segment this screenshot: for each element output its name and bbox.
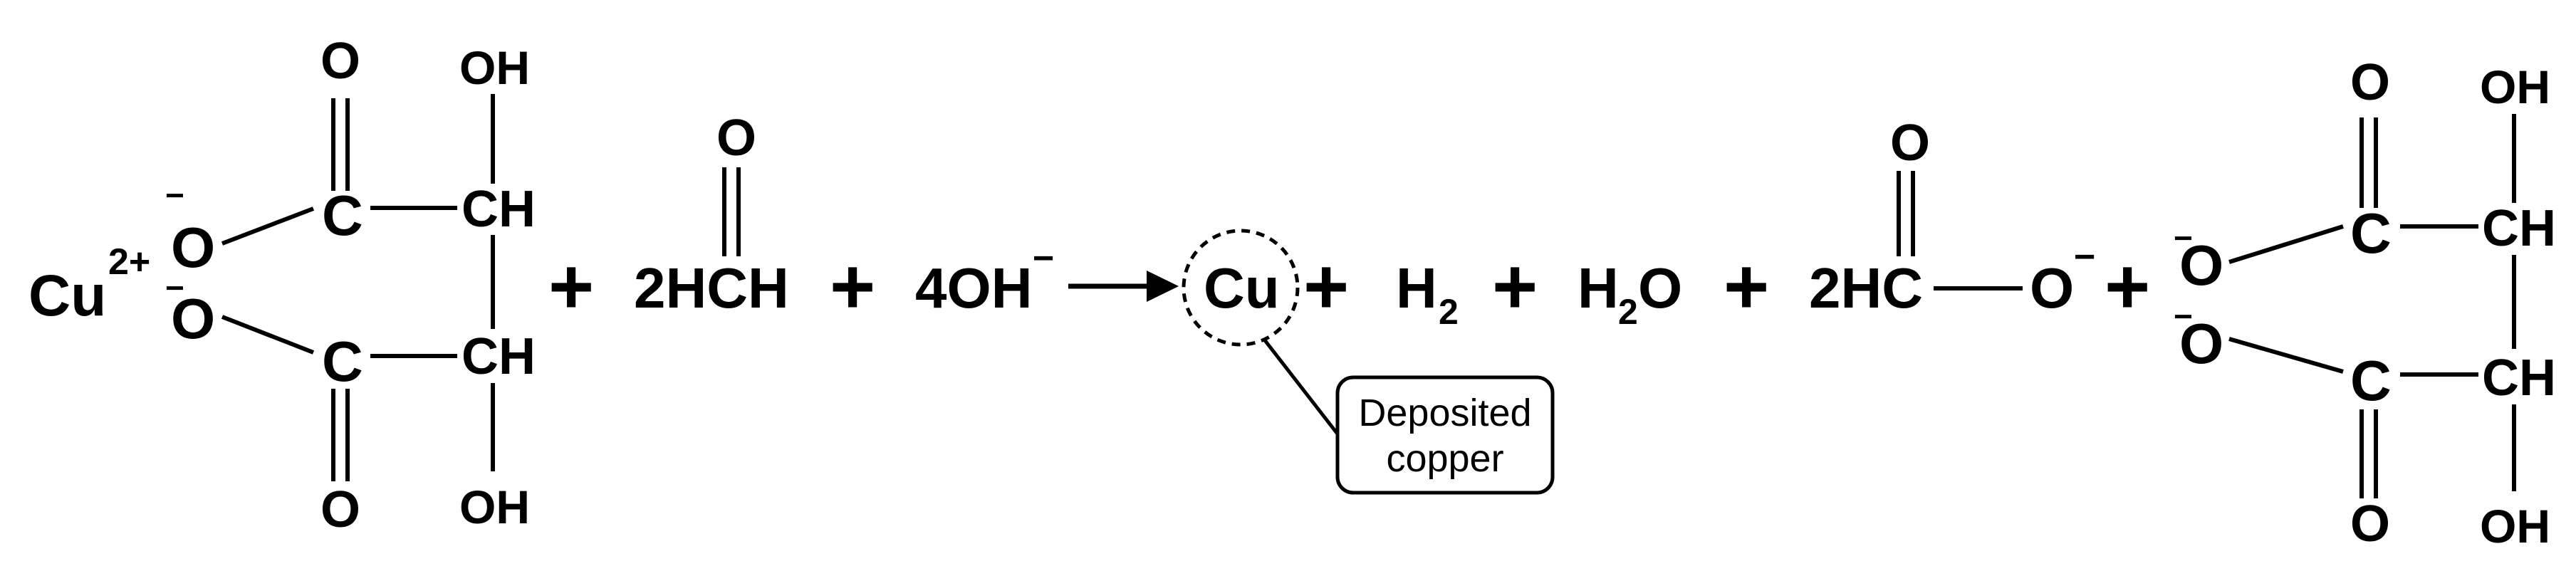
formaldehyde: 2HCH O: [634, 110, 789, 320]
formate-charge: −: [2074, 236, 2095, 278]
deposited-copper-symbol: Cu: [1204, 256, 1280, 320]
tartrate-left-bonds: [221, 94, 495, 481]
water-hydrogen: H: [1578, 256, 1619, 320]
carboxylate-minus-bottom: −: [165, 269, 184, 306]
right-carbonyl-carbon-top: C: [2350, 201, 2392, 265]
copper-ion-charge: 2+: [108, 241, 150, 283]
right-methine-bottom: CH: [2482, 350, 2556, 407]
tartrate-left: − O − O C C O O CH CH OH OH: [165, 33, 536, 538]
carbonyl-oxygen-bottom: O: [320, 481, 360, 538]
callout-line-1: Deposited: [1358, 392, 1531, 434]
plus-sign-5: +: [1724, 243, 1769, 330]
carboxylate-minus-top: −: [165, 177, 184, 214]
hydroxide-formula: 4OH: [915, 256, 1033, 320]
copper-ion-symbol: Cu: [28, 263, 106, 328]
deposited-copper: Cu Deposited copper: [1182, 229, 1555, 495]
plus-sign-3: +: [1303, 243, 1349, 330]
hydrogen-subscript: 2: [1439, 292, 1459, 332]
plus-sign-1: +: [548, 243, 594, 330]
hydrogen-symbol: H: [1396, 256, 1437, 320]
hydroxyl-bottom: OH: [459, 481, 530, 533]
carbonyl-oxygen-top: O: [320, 33, 360, 90]
hydroxyl-top: OH: [459, 41, 530, 94]
copper-highlight-circle: [1182, 229, 1300, 347]
right-carboxylate-minus-top: −: [2174, 219, 2193, 256]
carbonyl-carbon-top: C: [322, 184, 363, 247]
methine-bottom: CH: [462, 328, 536, 385]
right-carbonyl-oxygen-top: O: [2350, 54, 2390, 111]
right-carboxylate-oxygen-top: O: [2179, 234, 2223, 297]
right-methine-top: CH: [2482, 200, 2556, 257]
callout-leader-line: [1263, 339, 1340, 437]
formaldehyde-formula: 2HCH: [634, 256, 789, 320]
methine-top: CH: [462, 181, 536, 238]
hydroxide: 4OH −: [915, 238, 1054, 320]
plus-sign-6: +: [2105, 243, 2150, 330]
right-carbonyl-oxygen-bottom: O: [2350, 496, 2390, 553]
plus-sign-2: +: [830, 243, 875, 330]
formate-oxygen: O: [2030, 256, 2074, 320]
right-hydroxyl-top: OH: [2480, 61, 2550, 113]
hydroxide-charge: −: [1033, 238, 1054, 279]
carboxylate-oxygen-bottom: O: [171, 287, 215, 350]
formate: 2HC O O −: [1809, 115, 2095, 320]
right-carboxylate-minus-bottom: −: [2174, 298, 2193, 335]
copper-ion: Cu 2+: [28, 241, 150, 328]
formate-formula: 2HC: [1809, 256, 1923, 320]
tartrate-right-bonds: [2228, 114, 2516, 498]
water-oxygen: O: [1638, 256, 1682, 320]
callout-box: [1335, 375, 1555, 495]
hydrogen-gas: H 2: [1396, 256, 1459, 332]
water: H 2 O: [1578, 256, 1682, 332]
carbonyl-carbon-bottom: C: [322, 330, 363, 393]
callout-line-2: copper: [1386, 437, 1503, 480]
right-carbonyl-carbon-bottom: C: [2350, 349, 2392, 412]
reaction-arrow: [1068, 271, 1179, 302]
formaldehyde-oxygen: O: [716, 110, 756, 167]
carboxylate-oxygen-top: O: [171, 216, 215, 279]
formate-carbonyl-oxygen: O: [1890, 115, 1930, 172]
water-subscript: 2: [1618, 292, 1638, 332]
right-carboxylate-oxygen-bottom: O: [2179, 312, 2223, 375]
right-hydroxyl-bottom: OH: [2480, 500, 2550, 553]
plus-sign-4: +: [1492, 243, 1538, 330]
tartrate-right: − O − O C C O O CH CH OH OH: [2174, 54, 2556, 553]
